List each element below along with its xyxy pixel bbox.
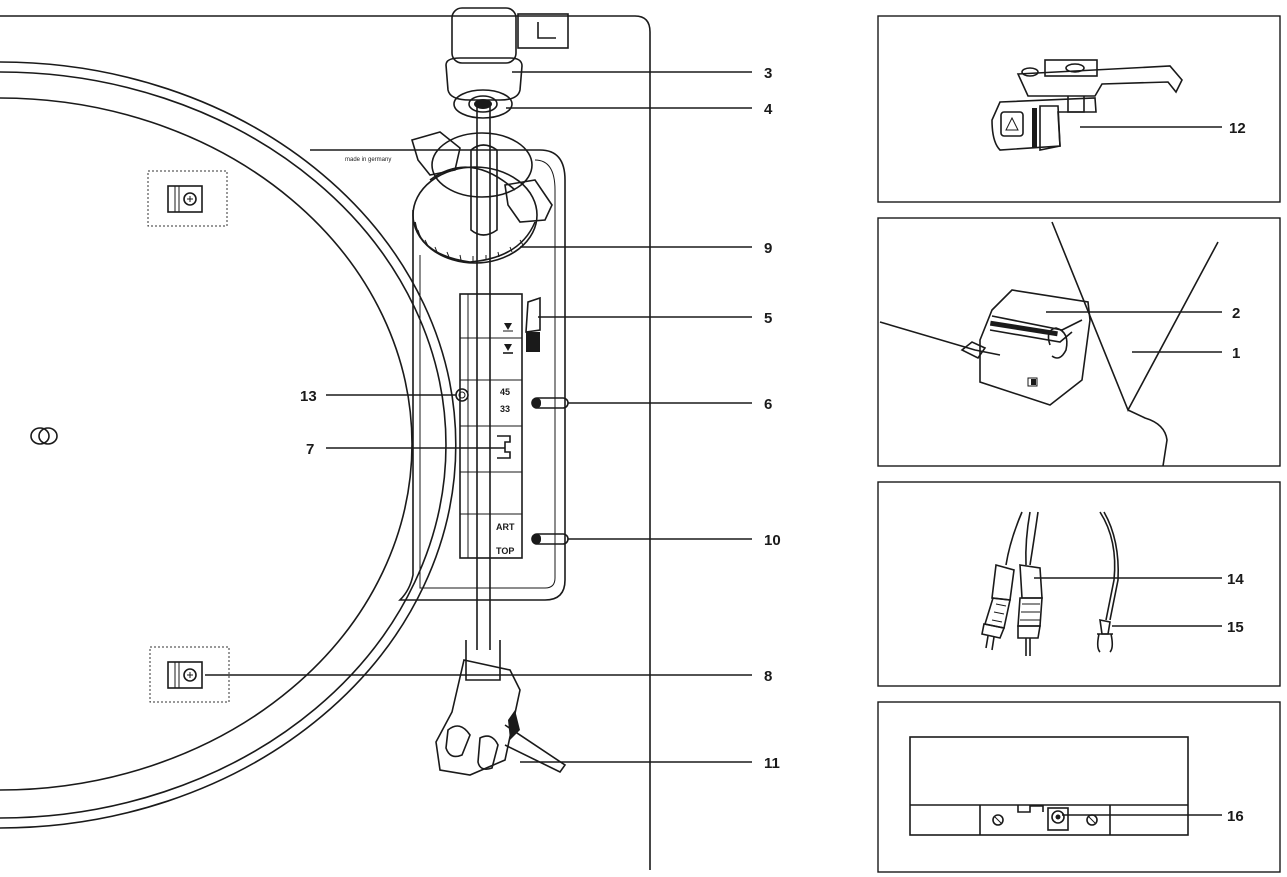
callout-11: 11 <box>764 755 780 772</box>
turntable-top-view: made in germany 45 33 ART TOP <box>0 7 651 870</box>
adapter-icon <box>30 427 58 445</box>
callout-8: 8 <box>764 668 772 685</box>
rca-plug-right <box>1017 564 1043 656</box>
panel-cartridge: 12 <box>877 15 1281 203</box>
callout-14: 14 <box>1227 571 1244 588</box>
screw-icon <box>992 814 1004 826</box>
transport-screw-bottom <box>149 646 230 703</box>
tonearm-base-plate <box>310 149 566 601</box>
callout-3: 3 <box>764 65 772 82</box>
lift-up-icon <box>504 323 512 330</box>
anti-skating-dial[interactable] <box>412 132 538 264</box>
callout-5: 5 <box>764 310 772 327</box>
made-in-germany-label: made in germany <box>345 157 391 163</box>
plinth-outline <box>0 15 651 870</box>
callout-9: 9 <box>764 240 772 257</box>
panel-rear: 16 <box>877 701 1281 873</box>
speed-lever[interactable] <box>531 397 569 409</box>
hinge-icon <box>879 289 1091 406</box>
callout-lines-main <box>205 71 752 763</box>
start-label: ART <box>496 522 515 532</box>
transport-screw-top <box>147 170 228 227</box>
speed-45-label: 45 <box>500 387 510 397</box>
panel-cables: 14 15 <box>877 481 1281 687</box>
rca-cable <box>981 511 1043 656</box>
control-strip: 45 33 ART TOP <box>459 293 523 559</box>
tonearm[interactable] <box>465 104 501 681</box>
tracking-force-dial[interactable] <box>453 89 513 119</box>
triangle-logo-icon <box>1005 116 1019 131</box>
callout-6: 6 <box>764 396 772 413</box>
panel-hinge: 2 1 <box>877 217 1281 467</box>
hinge-l-icon <box>537 22 556 39</box>
rear-panel-view <box>909 736 1189 836</box>
callout-13: 13 <box>300 388 317 405</box>
cue-lever[interactable] <box>525 296 541 352</box>
lift-down-icon <box>504 344 512 351</box>
power-socket-icon <box>1047 807 1069 831</box>
counterweight[interactable] <box>445 7 523 101</box>
callout-15: 15 <box>1227 619 1244 636</box>
callout-7: 7 <box>306 441 314 458</box>
start-stop-lever[interactable] <box>531 533 569 545</box>
tonearm-rest <box>497 435 511 459</box>
callout-1: 1 <box>1232 345 1240 362</box>
hinge-mark-box <box>517 13 569 49</box>
pitch-adjust-screw[interactable] <box>455 388 469 402</box>
headshell[interactable] <box>435 659 567 776</box>
rca-plug-left <box>981 563 1015 651</box>
platter <box>0 61 457 829</box>
callout-10: 10 <box>764 532 781 549</box>
callout-16: 16 <box>1227 808 1244 825</box>
ground-cable <box>1096 511 1120 653</box>
callout-12: 12 <box>1229 120 1246 137</box>
speed-33-label: 33 <box>500 404 510 414</box>
stop-label: TOP <box>496 546 514 556</box>
dust-cover <box>1051 221 1219 467</box>
callout-4: 4 <box>764 101 773 118</box>
callout-2: 2 <box>1232 305 1240 322</box>
cartridge <box>991 97 1097 151</box>
